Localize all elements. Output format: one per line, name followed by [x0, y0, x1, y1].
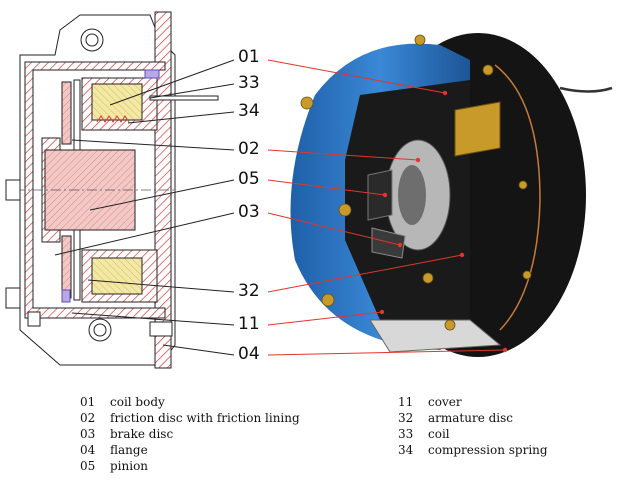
- legend-number: 04: [80, 443, 96, 457]
- legend-label: flange: [110, 443, 148, 457]
- legend-label: brake disc: [110, 427, 174, 441]
- brake-diagram: 01 33 34 02 05 03 32 11 04: [5, 11, 613, 369]
- callout-32: 32: [238, 281, 260, 301]
- legend-item: 34 compression spring: [398, 442, 548, 458]
- legend-number: 32: [398, 411, 414, 425]
- callout-34: 34: [238, 101, 260, 121]
- legend-label: coil body: [110, 395, 165, 409]
- legend-number: 11: [398, 395, 414, 409]
- callout-01: 01: [238, 47, 260, 67]
- legend-item: 03 brake disc: [80, 426, 300, 442]
- leader-lines: [54, 59, 508, 356]
- legend-right-column: 11 cover 32 armature disc 33 coil 34 compres…: [398, 394, 548, 458]
- legend-item: 01 coil body: [80, 394, 300, 410]
- cross-section-drawing: [5, 11, 219, 369]
- legend-item: 32 armature disc: [398, 410, 548, 426]
- callout-labels: 01 33 34 02 05 03 32 11 04: [238, 47, 260, 364]
- legend-label: pinion: [110, 459, 149, 473]
- callout-04: 04: [238, 344, 260, 364]
- legend-item: 33 coil: [398, 426, 548, 442]
- legend-left-column: 01 coil body 02 friction disc with frictio…: [80, 394, 300, 474]
- callout-02: 02: [238, 139, 260, 159]
- legend-number: 05: [80, 459, 96, 473]
- legend-label: friction disc with friction lining: [110, 411, 300, 425]
- legend-item: 02 friction disc with friction lining: [80, 410, 300, 426]
- callout-33: 33: [238, 73, 260, 93]
- legend-number: 01: [80, 395, 96, 409]
- legend-number: 02: [80, 411, 96, 425]
- legend-item: 05 pinion: [80, 458, 300, 474]
- legend-number: 33: [398, 427, 414, 441]
- callout-03: 03: [238, 202, 260, 222]
- legend-item: 04 flange: [80, 442, 300, 458]
- legend-label: compression spring: [428, 443, 548, 457]
- cutaway-rendering: [290, 33, 613, 357]
- legend-label: cover: [428, 395, 462, 409]
- parts-legend: 01 coil body 02 friction disc with frictio…: [0, 394, 637, 484]
- callout-11: 11: [238, 314, 260, 334]
- legend-number: 03: [80, 427, 96, 441]
- callout-05: 05: [238, 169, 260, 189]
- legend-item: 11 cover: [398, 394, 548, 410]
- legend-label: coil: [428, 427, 450, 441]
- legend-number: 34: [398, 443, 414, 457]
- legend-label: armature disc: [428, 411, 514, 425]
